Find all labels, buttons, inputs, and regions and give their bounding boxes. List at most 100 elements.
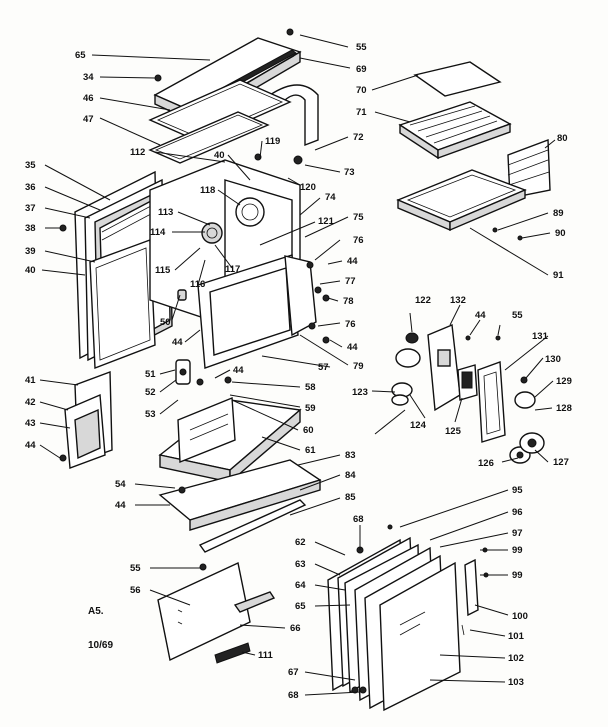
part-number-labels: 55 65 69 34 46 47 70 71 72 73 80 112 119… bbox=[25, 42, 572, 701]
label-37: 37 bbox=[25, 203, 36, 214]
label-68: 68 bbox=[353, 514, 364, 525]
label-91: 91 bbox=[553, 270, 564, 281]
label-130: 130 bbox=[545, 354, 561, 365]
label-64: 64 bbox=[295, 580, 306, 591]
label-114: 114 bbox=[150, 227, 166, 238]
label-67: 67 bbox=[288, 667, 299, 678]
door-hinge-part bbox=[175, 289, 204, 494]
label-68-bottom: 68 bbox=[288, 690, 299, 701]
label-44-base: 44 bbox=[115, 500, 126, 511]
label-39: 39 bbox=[25, 246, 36, 257]
label-55: 55 bbox=[356, 42, 367, 53]
label-54: 54 bbox=[115, 479, 126, 490]
label-95: 95 bbox=[512, 485, 523, 496]
label-41: 41 bbox=[25, 375, 36, 386]
label-43: 43 bbox=[25, 418, 36, 429]
broiler-drawer-part bbox=[158, 396, 302, 484]
kick-panel-part bbox=[157, 561, 276, 662]
label-55-kick: 55 bbox=[130, 563, 141, 574]
label-63: 63 bbox=[295, 559, 306, 570]
label-123: 123 bbox=[352, 387, 368, 398]
label-44-mid: 44 bbox=[233, 365, 244, 376]
label-51: 51 bbox=[145, 369, 156, 380]
label-40-lower: 40 bbox=[25, 265, 36, 276]
label-118: 118 bbox=[200, 185, 215, 196]
drawer-base-part bbox=[158, 459, 322, 553]
oven-front-frame-part bbox=[197, 254, 317, 369]
label-71: 71 bbox=[356, 107, 367, 118]
label-90: 90 bbox=[555, 228, 566, 239]
label-57: 57 bbox=[318, 362, 329, 373]
label-79: 79 bbox=[353, 361, 364, 372]
label-46: 46 bbox=[83, 93, 94, 104]
label-40: 40 bbox=[214, 150, 225, 161]
label-65-door: 65 bbox=[295, 601, 306, 612]
label-80: 80 bbox=[557, 133, 568, 144]
burner-grate-part bbox=[214, 642, 251, 664]
label-83: 83 bbox=[345, 450, 356, 461]
label-77: 77 bbox=[345, 276, 356, 287]
diagram-notes: A5. 10/69 bbox=[88, 606, 113, 651]
label-42: 42 bbox=[25, 397, 36, 408]
insulation-pad-part bbox=[148, 79, 292, 143]
label-115: 115 bbox=[155, 265, 171, 276]
label-103: 103 bbox=[508, 677, 524, 688]
label-121: 121 bbox=[318, 216, 335, 227]
label-50: 50 bbox=[160, 317, 171, 328]
label-132: 132 bbox=[450, 295, 466, 306]
label-119: 119 bbox=[265, 136, 280, 147]
label-78: 78 bbox=[343, 296, 354, 307]
label-44-left: 44 bbox=[25, 440, 36, 451]
label-62: 62 bbox=[295, 537, 306, 548]
label-117: 117 bbox=[225, 264, 240, 275]
label-131: 131 bbox=[532, 331, 549, 342]
label-84: 84 bbox=[345, 470, 356, 481]
label-44: 44 bbox=[347, 256, 358, 267]
control-panel-part bbox=[427, 323, 506, 443]
label-96: 96 bbox=[512, 507, 523, 518]
label-66: 66 bbox=[290, 623, 301, 634]
label-52: 52 bbox=[145, 387, 156, 398]
label-38: 38 bbox=[25, 223, 36, 234]
label-124: 124 bbox=[410, 420, 427, 431]
label-120: 120 bbox=[300, 182, 316, 193]
label-53: 53 bbox=[145, 409, 156, 420]
top-gasket-part bbox=[148, 111, 270, 164]
label-76-lower: 76 bbox=[345, 319, 356, 330]
label-58: 58 bbox=[305, 382, 316, 393]
broiler-pan-part bbox=[396, 169, 527, 232]
label-74: 74 bbox=[325, 192, 336, 203]
label-44-panel: 44 bbox=[475, 310, 486, 321]
model-note: A5. bbox=[88, 606, 104, 617]
broiler-tray-part bbox=[398, 61, 512, 160]
label-85: 85 bbox=[345, 492, 356, 503]
label-34: 34 bbox=[83, 72, 94, 83]
label-76: 76 bbox=[353, 235, 364, 246]
label-47: 47 bbox=[83, 114, 94, 125]
label-128: 128 bbox=[556, 403, 572, 414]
label-75: 75 bbox=[353, 212, 364, 223]
label-36: 36 bbox=[25, 182, 36, 193]
label-59: 59 bbox=[305, 403, 316, 414]
label-60: 60 bbox=[303, 425, 314, 436]
label-102: 102 bbox=[508, 653, 524, 664]
label-70: 70 bbox=[356, 85, 367, 96]
label-44-lower: 44 bbox=[347, 342, 358, 353]
label-99: 99 bbox=[512, 545, 523, 556]
label-72: 72 bbox=[353, 132, 364, 143]
label-56: 56 bbox=[130, 585, 141, 596]
label-100: 100 bbox=[512, 611, 528, 622]
label-73: 73 bbox=[344, 167, 355, 178]
label-97: 97 bbox=[512, 528, 523, 539]
label-89: 89 bbox=[553, 208, 564, 219]
label-116: 116 bbox=[190, 279, 205, 290]
label-122: 122 bbox=[415, 295, 431, 306]
label-113: 113 bbox=[158, 207, 173, 218]
label-44-hinge: 44 bbox=[172, 337, 183, 348]
fastener-screws bbox=[59, 28, 523, 694]
leader-lines bbox=[39, 34, 556, 696]
left-outer-panel-part bbox=[89, 239, 156, 370]
label-125: 125 bbox=[445, 426, 462, 437]
label-127: 127 bbox=[553, 457, 569, 468]
